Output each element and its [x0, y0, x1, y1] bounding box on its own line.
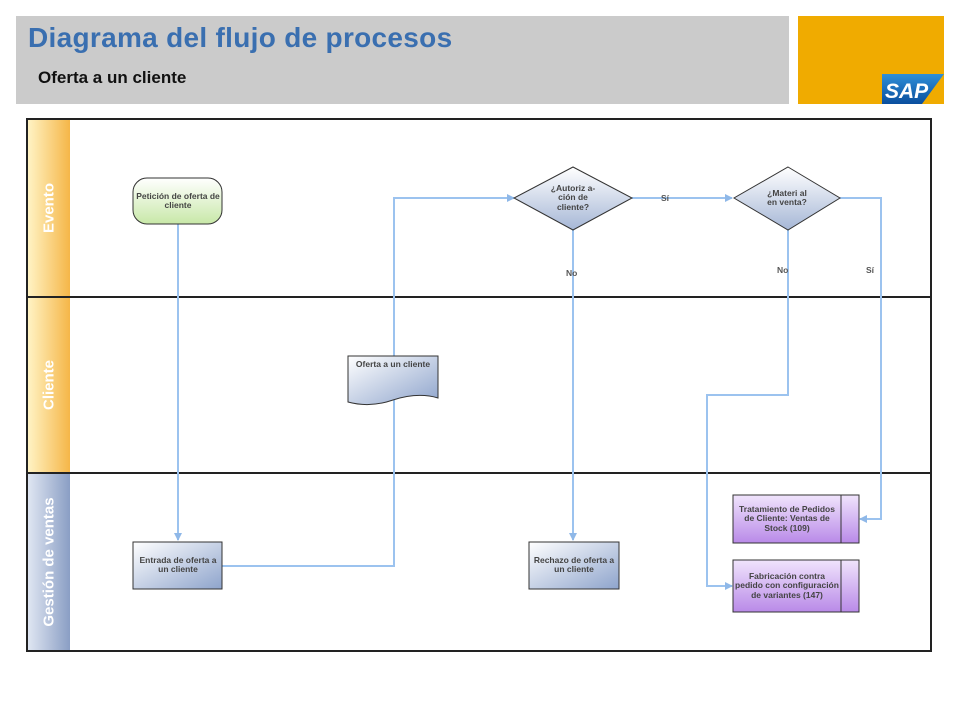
connector-oferta-autorizacion: [393, 194, 515, 356]
lane-gestion: Gestión de ventas: [26, 472, 932, 652]
page-subtitle: Oferta a un cliente: [38, 68, 187, 87]
process-rechazo-label: Rechazo de oferta a un cliente: [533, 554, 615, 574]
header-banner: Diagrama del flujo de procesos Oferta a …: [16, 16, 789, 104]
lane-label-cliente: Cliente: [28, 298, 70, 472]
decision-autorizacion-shape: [512, 166, 634, 231]
lane-evento: Evento: [26, 118, 932, 296]
document-oferta-label: Oferta a un cliente: [355, 359, 431, 369]
page-title: Diagrama del flujo de procesos: [28, 22, 453, 53]
lane-label-gestion: Gestión de ventas: [28, 474, 70, 650]
subprocess-fabricacion-label: Fabricación contra pedido con configurac…: [735, 570, 839, 600]
lane-label-evento: Evento: [28, 120, 70, 296]
lane-cliente: Cliente: [26, 296, 932, 472]
connector-material-tratamiento: [840, 197, 882, 523]
subprocess-fabricacion-shape: [732, 559, 860, 613]
process-entrada-shape: [132, 541, 223, 590]
edge-label-no-autorizacion: No: [566, 268, 578, 278]
decision-material-shape: [733, 166, 841, 231]
edge-label-si-material: Sí: [866, 265, 875, 275]
document-oferta-shape: [347, 355, 439, 406]
process-entrada-label: Entrada de oferta a un cliente: [139, 554, 217, 574]
subprocess-tratamiento-shape: [732, 494, 860, 544]
brand-logo-area: SAP: [798, 16, 944, 104]
brand-text: SAP: [885, 80, 929, 103]
connector-entrada-oferta: [222, 379, 398, 567]
sap-logo-icon: SAP: [882, 74, 944, 104]
edge-label-si-autorizacion: Sí: [661, 193, 670, 203]
process-rechazo-shape: [528, 541, 620, 590]
decision-autorizacion-label: ¿Autoriz a-ción de cliente?: [550, 182, 596, 212]
subprocess-tratamiento-label: Tratamiento de Pedidos de Cliente: Venta…: [739, 503, 835, 533]
event-peticion-label: Petición de oferta de cliente: [136, 190, 220, 210]
decision-material-label: ¿Materi al en venta?: [767, 187, 807, 207]
connector-material-fabricacion: [706, 230, 789, 590]
event-peticion-shape: [132, 177, 223, 225]
edge-label-no-material: No: [777, 265, 789, 275]
